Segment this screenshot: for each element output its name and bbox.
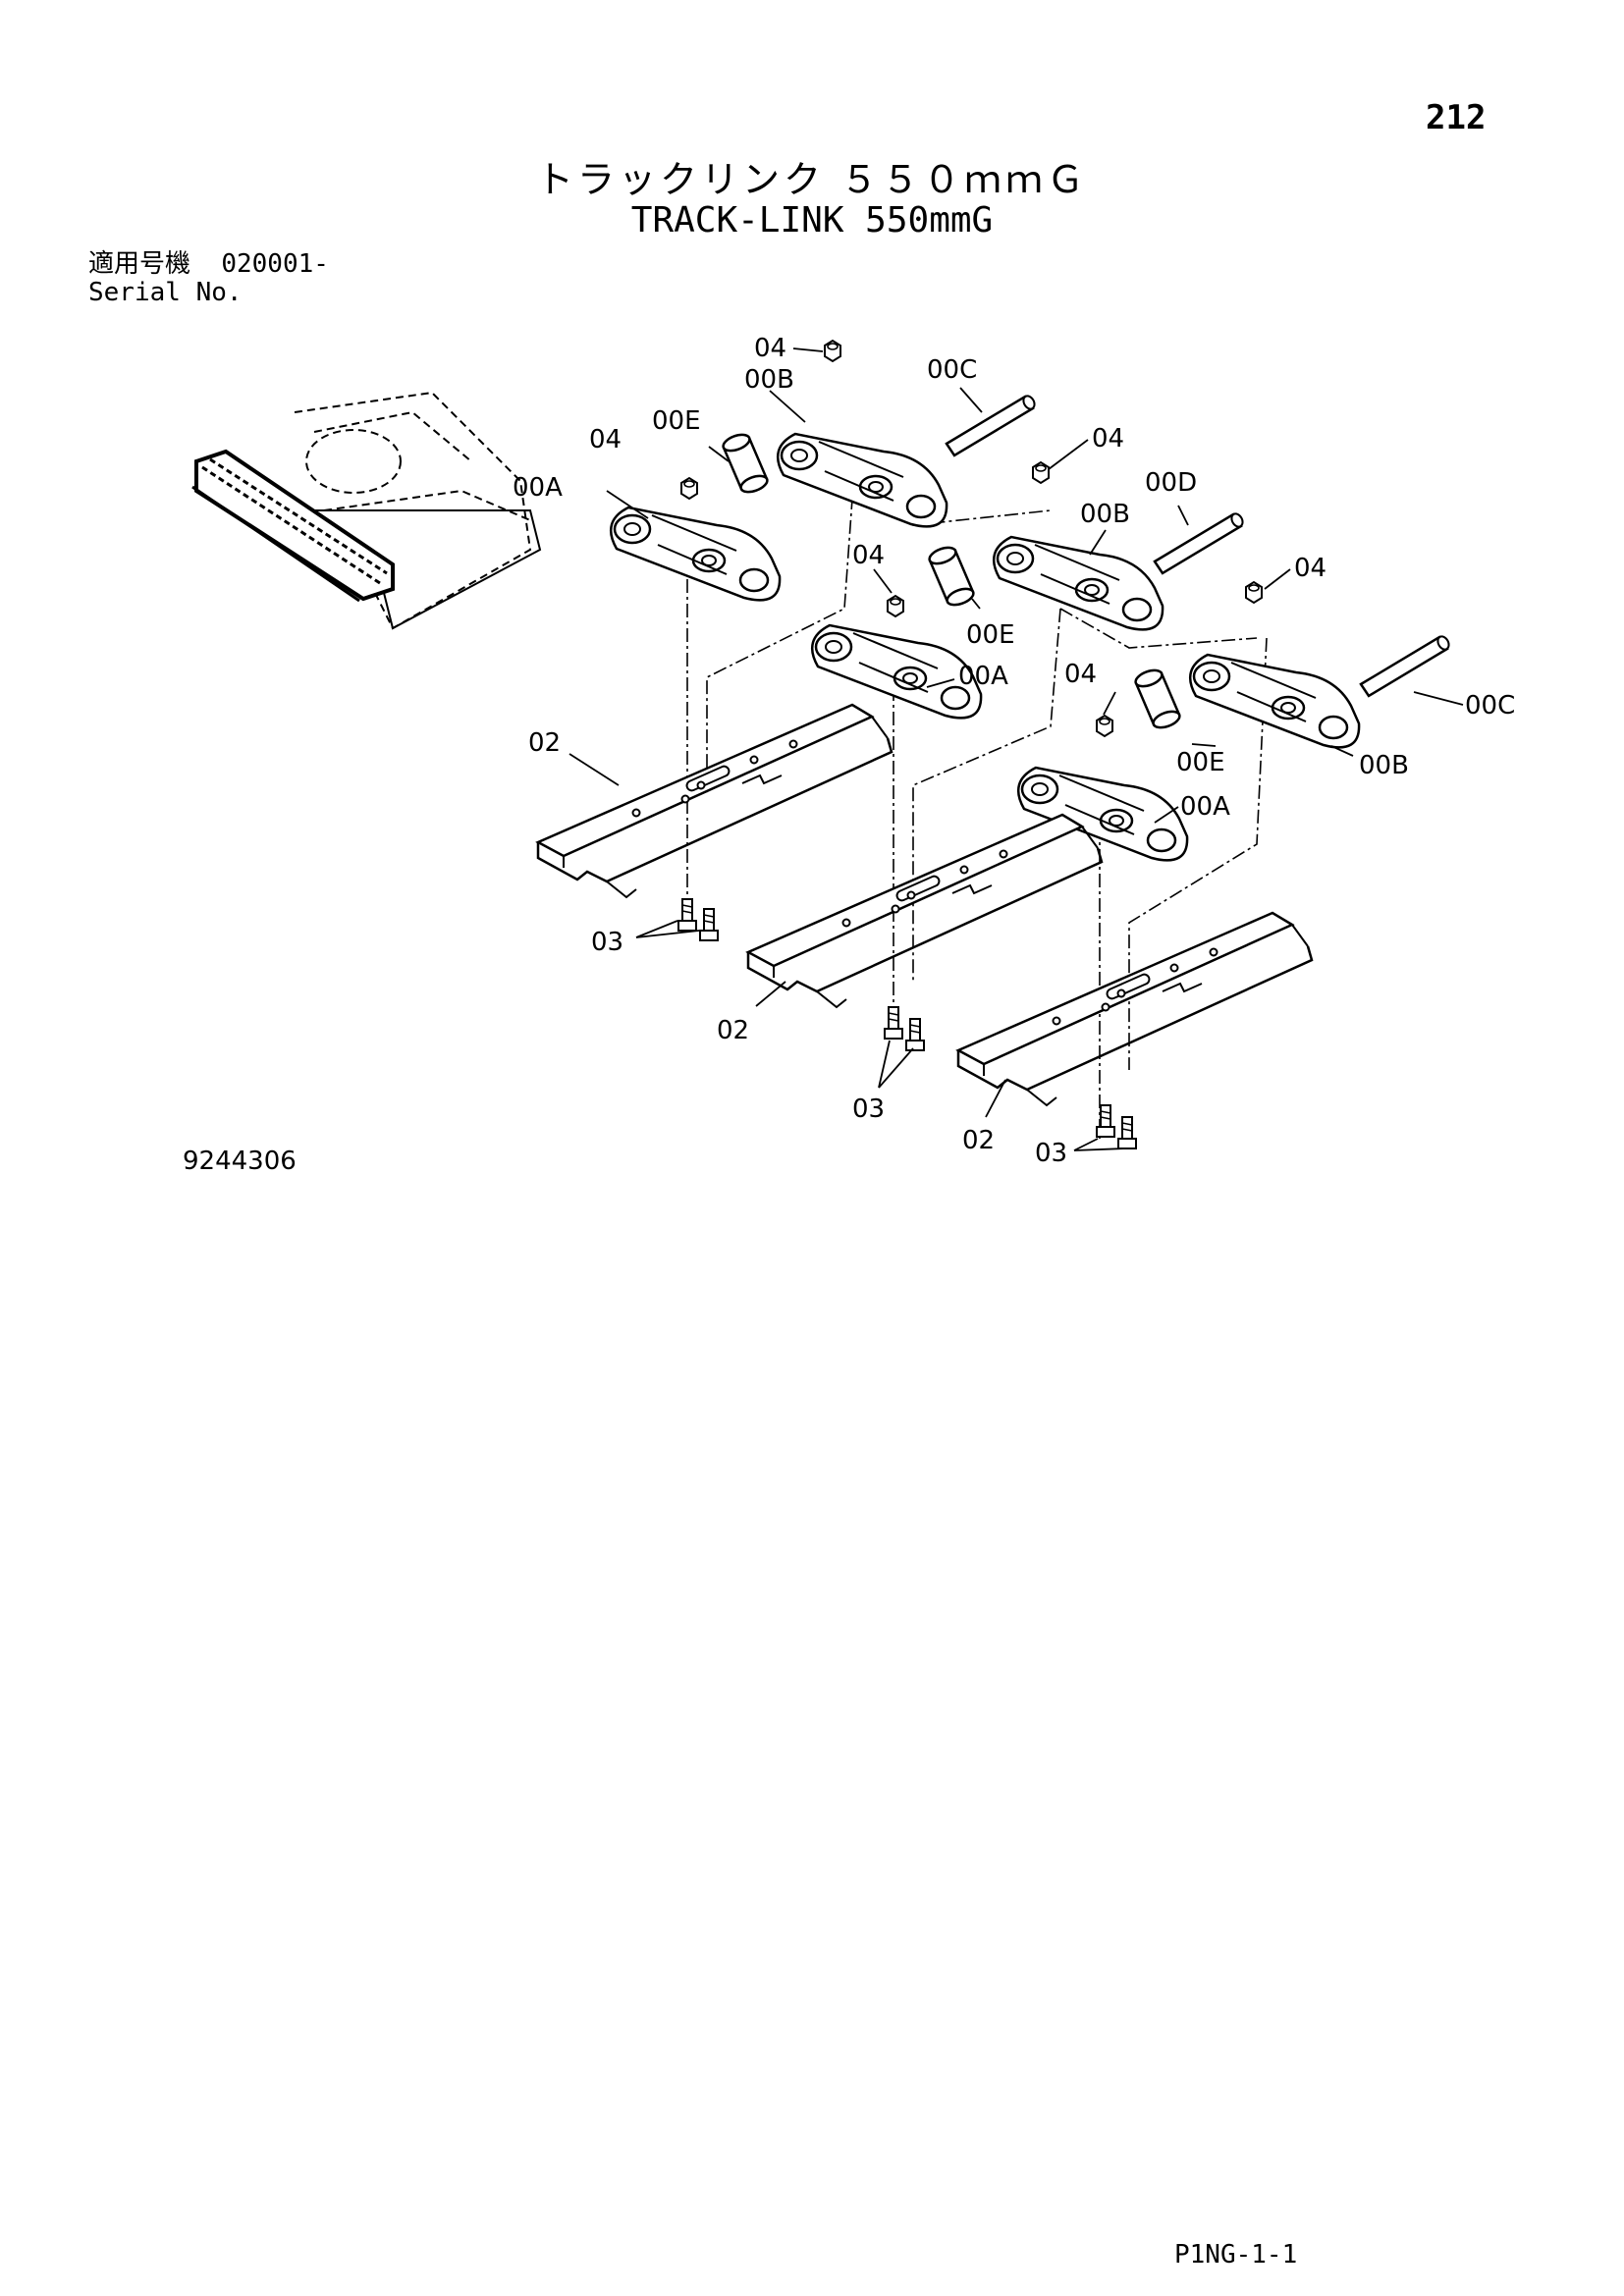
nut-04-4 [887,595,904,617]
callout-00e: 00E [1176,748,1225,777]
callout-00a: 00A [1180,792,1230,822]
nut-04-2 [680,477,698,500]
callout-00a: 00A [958,662,1008,691]
callout-04: 04 [1294,554,1326,583]
bolt-03-2b [905,1018,925,1051]
nut-04-1 [824,340,841,362]
title-japanese: トラックリンク ５５０ｍｍＧ [535,158,1089,201]
callout-02: 02 [717,1016,749,1045]
bolt-03-3b [1117,1116,1137,1149]
callout-03: 03 [852,1095,885,1124]
track-shoe-02-1 [536,703,893,899]
callout-labels: 04 00B 00C 04 00E 04 00A 00D 00B 04 00E … [513,334,1515,1168]
bushing-00e-1 [720,430,771,497]
callout-00b: 00B [1080,500,1130,529]
track-link-00b-3 [1188,653,1361,749]
page-number: 212 [1426,98,1487,137]
track-link-00b-1 [776,432,948,528]
callout-03: 03 [591,928,623,957]
nut-04-3 [1032,461,1050,484]
pin-00c-1 [945,393,1039,457]
callout-00b: 00B [1359,751,1409,780]
bolt-03-1b [699,908,719,941]
figure-number: 9244306 [183,1147,297,1176]
track-shoe-02-2 [746,813,1104,1009]
nut-04-6 [1096,715,1113,737]
serial-label-jp: 適用号機 [88,249,191,279]
machine-thumbnail [191,391,542,630]
callout-leaders [568,347,1464,1151]
track-link-00a-3 [1016,766,1189,862]
nut-04-5 [1245,581,1263,604]
callout-00d: 00D [1145,468,1197,498]
serial-label-en: Serial No. [88,278,243,307]
callout-04: 04 [852,541,885,570]
callout-04: 04 [1092,424,1124,454]
title-english: TRACK-LINK 550mmG [630,200,994,240]
footer-page-code: P1NG-1-1 [1174,2240,1298,2269]
callout-00a: 00A [513,473,563,503]
callout-02: 02 [962,1126,995,1155]
callout-00e: 00E [966,620,1015,650]
callout-04: 04 [589,425,622,454]
track-shoe-02-3 [956,911,1314,1107]
track-link-00b-2 [992,535,1164,631]
pin-00d [1153,510,1247,575]
callout-00c: 00C [927,355,977,385]
bushing-00e-2 [926,543,977,610]
bushing-00e-3 [1132,666,1183,732]
pin-00c-2 [1359,633,1453,698]
callout-03: 03 [1035,1139,1067,1168]
bolt-03-2a [884,1006,903,1040]
bolt-03-1a [677,898,697,932]
track-link-00a-1 [609,506,782,602]
callout-00c: 00C [1465,691,1515,721]
callout-00b: 00B [744,365,794,395]
serial-value: 020001- [221,249,329,279]
callout-04: 04 [1064,660,1097,689]
callout-00e: 00E [652,406,701,436]
track-link-00a-2 [810,623,983,720]
serial-applicability: 適用号機 020001- [88,250,329,278]
callout-02: 02 [528,728,561,758]
callout-04: 04 [754,334,786,363]
